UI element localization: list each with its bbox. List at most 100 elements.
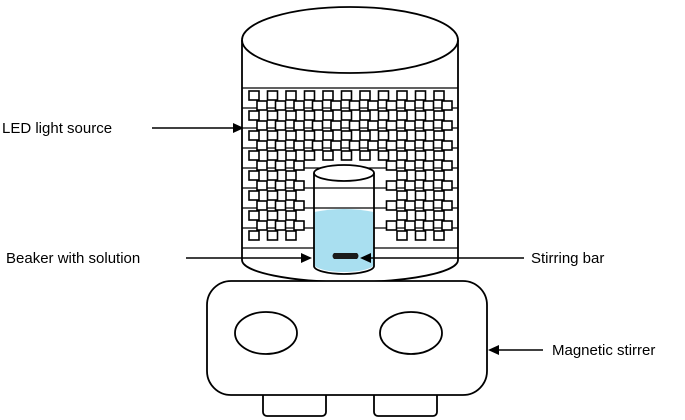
led-square	[385, 160, 398, 171]
led-square	[285, 130, 297, 141]
led-square	[414, 170, 427, 181]
led-square	[266, 150, 279, 161]
beaker-arrow-head	[301, 253, 312, 263]
beaker-bottom	[313, 265, 375, 275]
stirring-bar	[332, 253, 359, 259]
led-square	[303, 110, 316, 121]
led-square	[433, 190, 445, 201]
beaker-label: Beaker with solution	[6, 250, 140, 267]
led-square	[396, 110, 408, 121]
led-square	[256, 140, 268, 151]
led-square	[266, 190, 279, 201]
stirrer-knob-right	[379, 311, 443, 355]
led-square	[248, 110, 260, 121]
led-square	[422, 200, 435, 211]
led-square	[385, 200, 398, 211]
led-square	[359, 130, 371, 141]
led-square	[441, 100, 453, 111]
led-square	[348, 140, 361, 151]
led-square	[433, 110, 445, 121]
led-square	[248, 190, 260, 201]
led-square	[285, 110, 297, 121]
led-square	[404, 120, 416, 131]
led-square	[248, 130, 260, 141]
led-square	[396, 130, 408, 141]
led-square	[433, 230, 445, 241]
stirrer-label: Magnetic stirrer	[552, 342, 655, 359]
led-square	[303, 150, 316, 161]
beaker-rim	[313, 164, 375, 182]
led-square	[285, 150, 297, 161]
led-square	[377, 150, 390, 161]
led-square	[248, 230, 260, 241]
led-square	[266, 90, 279, 101]
led-square	[256, 100, 268, 111]
led-square	[396, 150, 408, 161]
led-square	[293, 200, 305, 211]
led-square	[367, 100, 379, 111]
led-square	[293, 160, 305, 171]
led-square	[359, 90, 371, 101]
led-square	[285, 210, 297, 221]
led-square	[274, 200, 287, 211]
led-square	[414, 90, 427, 101]
led-square	[340, 150, 353, 161]
led-square	[330, 120, 342, 131]
arrows	[152, 123, 543, 355]
stirrer-knob-left	[234, 311, 298, 355]
led-square	[404, 220, 416, 231]
led-square	[385, 120, 398, 131]
led-square	[311, 100, 324, 111]
stirbar-arrow-head	[360, 253, 371, 263]
led-square	[293, 220, 305, 231]
led-square	[414, 130, 427, 141]
led-square	[404, 140, 416, 151]
led-square	[340, 110, 353, 121]
led-square	[385, 140, 398, 151]
led-square	[330, 100, 342, 111]
led-square	[293, 100, 305, 111]
led-square	[367, 140, 379, 151]
led-square	[422, 180, 435, 191]
led-square	[285, 170, 297, 181]
led-square	[340, 90, 353, 101]
led-square	[385, 180, 398, 191]
led-square	[256, 220, 268, 231]
solution	[314, 209, 374, 272]
led-square	[414, 150, 427, 161]
led-square	[303, 130, 316, 141]
led-square	[367, 120, 379, 131]
led-square	[404, 160, 416, 171]
led-square	[396, 190, 408, 201]
led-square	[266, 230, 279, 241]
led-square	[441, 180, 453, 191]
led-square	[274, 180, 287, 191]
led-square	[256, 200, 268, 211]
led-square	[303, 90, 316, 101]
led-square	[256, 180, 268, 191]
led-square	[441, 160, 453, 171]
led-square	[322, 150, 334, 161]
led-square	[311, 140, 324, 151]
led-square	[274, 100, 287, 111]
cylinder-top	[241, 6, 459, 74]
led-square	[293, 140, 305, 151]
led-square	[433, 210, 445, 221]
led-square	[285, 230, 297, 241]
led-square	[266, 170, 279, 181]
led-square	[256, 120, 268, 131]
led-square	[377, 90, 390, 101]
led-array	[248, 90, 453, 241]
stirrer-body	[206, 280, 488, 396]
led-square	[385, 100, 398, 111]
led-square	[385, 220, 398, 231]
led-square	[404, 180, 416, 191]
led-square	[293, 180, 305, 191]
led-square	[441, 140, 453, 151]
led-square	[348, 120, 361, 131]
beaker	[313, 164, 375, 275]
led-square	[414, 210, 427, 221]
led-square	[422, 220, 435, 231]
led-square	[248, 150, 260, 161]
led-square	[377, 130, 390, 141]
